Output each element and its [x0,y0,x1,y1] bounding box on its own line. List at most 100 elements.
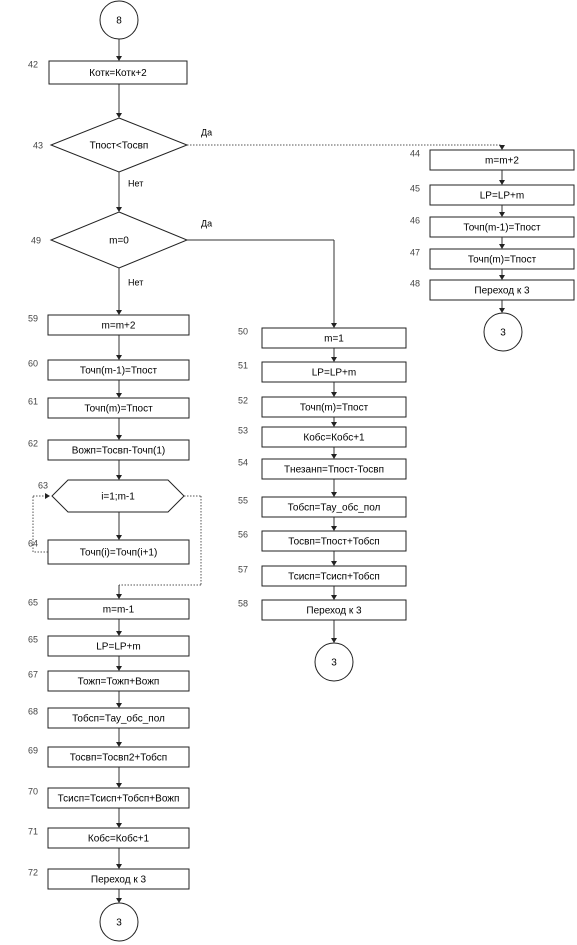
edge-s47-s48-head [499,275,505,280]
edge-s48-cright-head [499,308,505,313]
edge-s45-s46-head [499,212,505,217]
step-text-s55: Тобсп=Тау_обс_пол [288,502,381,514]
edge-s52-s53-head [331,422,337,427]
edge-d43-yes-v-head [499,145,505,150]
step-text-s70: Тсисп=Тсисп+Тобсп+Вожп [58,793,180,805]
step-text-s67: Тожп=Тожп+Вожп [78,677,160,688]
edge-s54-s55-head [331,492,337,497]
step-num-s52: 52 [238,395,248,405]
step-num-s60: 60 [28,358,38,368]
step-num-s53: 53 [238,425,248,435]
step-box-s72 [47,868,190,890]
step-num-s69: 69 [28,745,38,755]
edge-s50-s51-head [331,357,337,362]
step-text-s62: Вожп=Тосвп-Точп(1) [72,446,166,457]
step-box-s46 [429,216,575,238]
step-box-s65a [47,598,190,620]
step-box-s52 [261,396,407,418]
edge-s69-s70-head [116,783,122,788]
step-num-s70: 70 [28,786,38,796]
step-text-s58: Переход к 3 [306,606,362,617]
step-box-s56 [261,530,407,552]
step-box-s55 [261,496,407,518]
edge-s62-l63-head [116,475,122,480]
connector-c-top [99,0,139,40]
loop-num-l63: 63 [38,480,48,490]
edge-s56-s57-head [331,561,337,566]
step-box-s44 [429,149,575,171]
edge-s46-s47-head [499,244,505,249]
step-num-s56: 56 [238,529,248,539]
step-box-s42 [48,60,188,85]
step-text-s69: Тосвп=Тосвп2+Тобсп [70,752,167,764]
step-text-s65b: LP=LP+m [96,642,140,653]
step-box-s48 [429,279,575,301]
step-num-s58: 58 [238,598,248,608]
step-num-s47: 47 [410,247,420,257]
decision-no-d49: Нет [128,277,143,287]
step-text-s48: Переход к 3 [474,286,530,297]
step-text-s52: Точп(m)=Тпост [300,403,369,414]
step-box-s50 [261,327,407,349]
step-text-s53: Кобс=Кобс+1 [303,432,365,444]
step-text-s44: m=m+2 [485,156,519,167]
edge-l63-s64-head [116,535,122,540]
edge-s58-cmid-head [331,638,337,643]
edge-s68-s69-head [116,742,122,747]
edge-d43-d49-head [116,207,122,212]
step-box-s53 [261,426,407,448]
step-text-s50: m=1 [324,334,344,345]
step-box-s54 [261,458,407,480]
step-num-s50: 50 [238,326,248,336]
edge-s65b-s67-head [116,666,122,671]
step-text-s45: LP=LP+m [480,191,524,202]
edge-s67-s68-head [116,703,122,708]
connector-c-mid [314,642,354,682]
edge-s59-s60-head [116,355,122,360]
step-box-s64 [47,539,190,565]
loop-text-l63: i=1;m-1 [101,492,135,503]
step-box-s65b [47,635,190,657]
step-box-s62 [47,439,190,461]
edge-s57-s58-head [331,595,337,600]
step-text-s61: Точп(m)=Тпост [84,404,153,415]
step-num-s71: 71 [28,826,38,836]
decision-d49 [49,211,189,269]
step-num-s64: 64 [28,538,38,548]
decision-num-d49: 49 [31,235,41,245]
edge-s55-s56-head [331,526,337,531]
step-num-s51: 51 [238,360,248,370]
step-num-s65b: 65 [28,634,38,644]
decision-yes-d43: Да [201,127,212,137]
decision-num-d43: 43 [33,140,43,150]
edge-s70-s71-head [116,823,122,828]
step-box-s59 [47,314,190,336]
step-num-s72: 72 [28,867,38,877]
decision-d43 [49,117,189,173]
step-num-s55: 55 [238,495,248,505]
step-text-s56: Тосвп=Тпост+Тобсп [288,536,379,548]
step-box-s47 [429,248,575,270]
step-num-s68: 68 [28,706,38,716]
step-text-s47: Точп(m)=Тпост [468,255,537,266]
step-num-s44: 44 [410,148,420,158]
step-box-s71 [47,827,190,849]
step-num-s65a: 65 [28,597,38,607]
edge-s71-s72-head [116,864,122,869]
step-box-s61 [47,397,190,419]
step-box-s69 [47,746,190,768]
step-text-s54: Тнезанп=Тпост-Тосвп [284,465,384,476]
edge-d49-s59-head [116,310,122,315]
decision-text-d43: Тпост<Тосвп [90,141,149,152]
edge-s61-s62-head [116,435,122,440]
step-box-s58 [261,599,407,621]
edge-s42-d43-head [116,113,122,118]
edge-loop-exit-4-head [116,594,122,599]
edge-c8-s42-head [116,56,122,61]
edge-s65a-s65b-head [116,631,122,636]
step-box-s60 [47,359,190,381]
connector-label-c-mid: 3 [331,658,337,669]
connector-c-right [483,312,523,352]
step-box-s51 [261,361,407,383]
